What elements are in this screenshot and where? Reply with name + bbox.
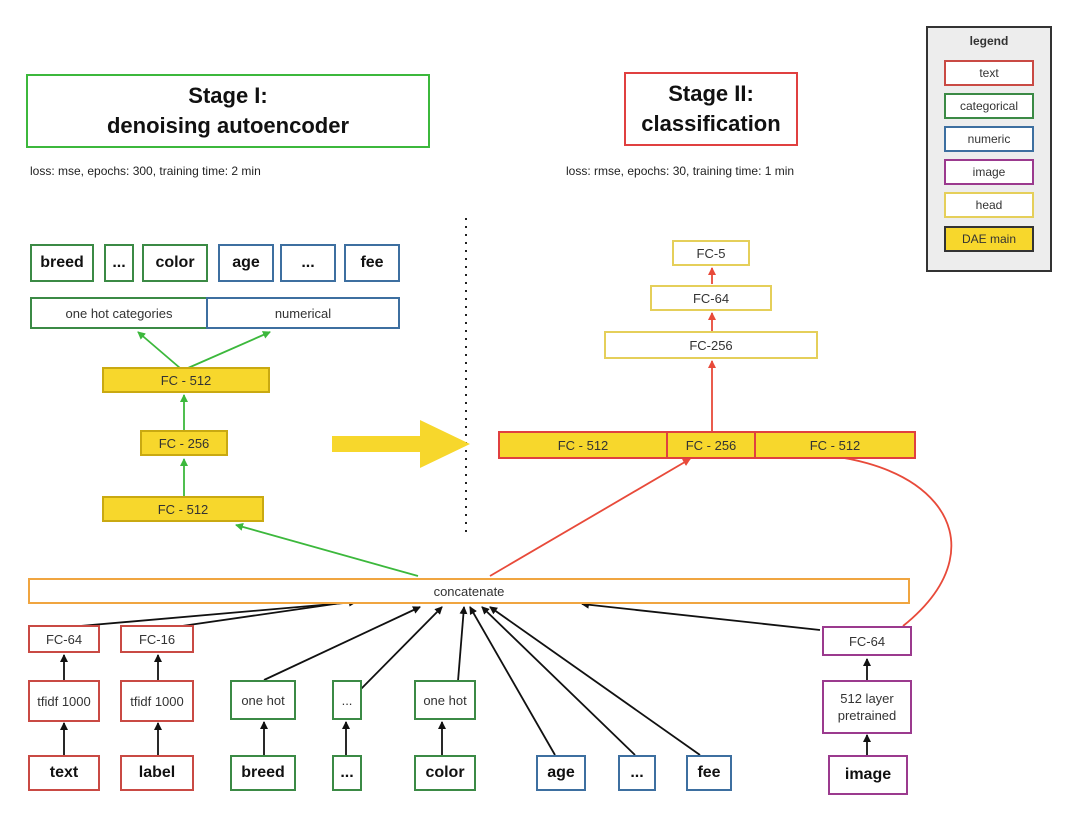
output-color: color [142, 244, 208, 282]
stage2-title-line1: Stage II: [668, 81, 754, 106]
stage2-fc256: FC-256 [604, 331, 818, 359]
breed-one-hot: one hot [230, 680, 296, 720]
text-tfidf: tfidf 1000 [28, 680, 100, 722]
input-image: image [828, 755, 908, 795]
stage1-loss-text: loss: mse, epochs: 300, training time: 2… [30, 164, 261, 178]
input-text: text [28, 755, 100, 791]
concatenate-layer: concatenate [28, 578, 910, 604]
input-age: age [536, 755, 586, 791]
stage1-fc512-top: FC - 512 [102, 367, 270, 393]
legend-dae-main: DAE main [944, 226, 1034, 252]
stage2-main-fc256: FC - 256 [666, 431, 756, 459]
input-cat-dots: ... [332, 755, 362, 791]
label-tfidf: tfidf 1000 [120, 680, 194, 722]
stage2-loss-text: loss: rmse, epochs: 30, training time: 1… [566, 164, 795, 178]
image-pretrained: 512 layer pretrained [822, 680, 912, 734]
transfer-arrow [332, 420, 470, 468]
stage1-title-line2: denoising autoencoder [106, 113, 350, 138]
stage2-fc64: FC-64 [650, 285, 772, 311]
dots-one-hot: ... [332, 680, 362, 720]
stage2-main-fc512-right: FC - 512 [754, 431, 916, 459]
input-num-dots: ... [618, 755, 656, 791]
output-fee: fee [344, 244, 400, 282]
legend-categorical: categorical [944, 93, 1034, 119]
legend-numeric: numeric [944, 126, 1034, 152]
input-color: color [414, 755, 476, 791]
input-label: label [120, 755, 194, 791]
stage2-fc5: FC-5 [672, 240, 750, 266]
image-fc64: FC-64 [822, 626, 912, 656]
stage2-title-line2: classification [641, 111, 781, 136]
stage1-fc256: FC - 256 [140, 430, 228, 456]
numerical-box: numerical [206, 297, 400, 329]
stage1-title: Stage I: denoising autoencoder [26, 74, 430, 148]
label-fc16: FC-16 [120, 625, 194, 653]
text-fc64: FC-64 [28, 625, 100, 653]
stage2-title: Stage II: classification [624, 72, 798, 146]
legend-text: text [944, 60, 1034, 86]
output-breed: breed [30, 244, 94, 282]
one-hot-categories-box: one hot categories [30, 297, 208, 329]
stage2-main-fc512-left: FC - 512 [498, 431, 668, 459]
legend-title: legend [969, 34, 1009, 48]
legend-image: image [944, 159, 1034, 185]
input-fee: fee [686, 755, 732, 791]
color-one-hot: one hot [414, 680, 476, 720]
stage1-fc512-bottom: FC - 512 [102, 496, 264, 522]
output-age: age [218, 244, 274, 282]
output-cat-dots: ... [104, 244, 134, 282]
legend-head: head [944, 192, 1034, 218]
input-breed: breed [230, 755, 296, 791]
stage1-title-line1: Stage I: [188, 83, 268, 108]
output-num-dots: ... [280, 244, 336, 282]
